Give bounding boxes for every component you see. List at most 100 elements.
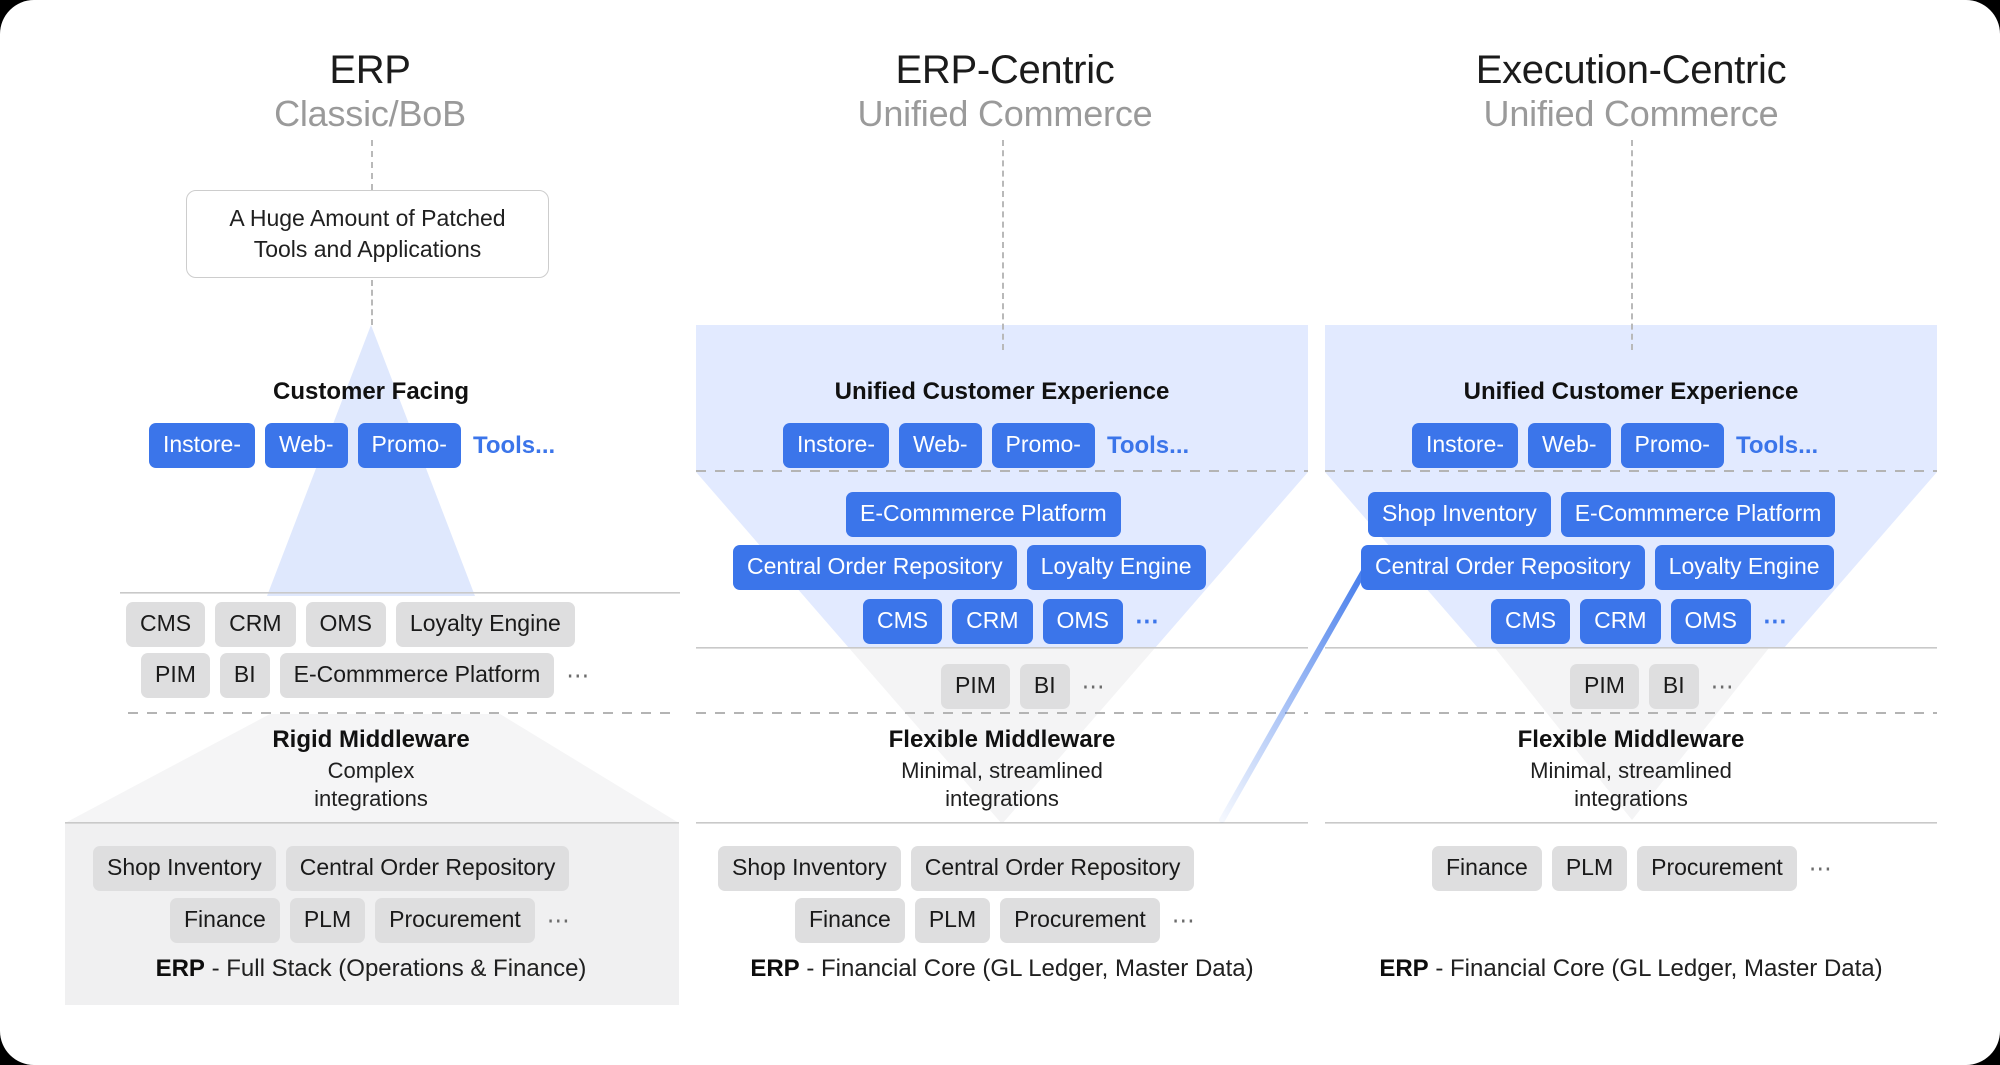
chip-promo[interactable]: Promo- (357, 423, 461, 468)
chip-loyalty-engine[interactable]: Loyalty Engine (395, 602, 575, 647)
app-chip-row-2-0: E-Commmerce Platform (846, 492, 1121, 537)
chip-instore[interactable]: Instore- (783, 423, 889, 468)
chip-pim[interactable]: PIM (941, 664, 1010, 709)
chip-web[interactable]: Web- (898, 423, 982, 468)
middleware-sub-1: Complex integrations (171, 757, 571, 812)
app-chip-row-2-2: CMS CRM OMS ⋯ (863, 599, 1161, 644)
chip-central-order-repository[interactable]: Central Order Repository (1361, 545, 1645, 590)
chip-cms[interactable]: CMS (126, 602, 206, 647)
chip-loyalty-engine[interactable]: Loyalty Engine (1026, 545, 1206, 590)
customer-tools-trailing: Tools... (1106, 431, 1190, 459)
chip-oms[interactable]: OMS (1042, 599, 1123, 644)
app-chip-row-3-2: CMS CRM OMS ⋯ (1491, 599, 1789, 644)
chip-ecommerce-platform[interactable]: E-Commmerce Platform (846, 492, 1121, 537)
chip-plm[interactable]: PLM (914, 898, 991, 943)
app-row-ellipsis: ⋯ (1081, 673, 1106, 699)
app-chip-row-1-1: PIM BI E-Commmerce Platform ⋯ (141, 653, 592, 698)
patched-tools-box: A Huge Amount of Patched Tools and Appli… (186, 190, 549, 278)
chip-shop-inventory[interactable]: Shop Inventory (718, 846, 901, 891)
column-title: Execution-Centric (1475, 48, 1787, 92)
erp-label: ERP (155, 955, 205, 982)
erp-desc: - Financial Core (GL Ledger, Master Data… (799, 955, 1254, 982)
chip-finance[interactable]: Finance (1432, 846, 1542, 891)
chip-crm[interactable]: CRM (215, 602, 296, 647)
core-chip-row-2-1: Finance PLM Procurement ⋯ (795, 898, 1198, 943)
customer-tools-trailing: Tools... (472, 431, 556, 459)
chip-procurement[interactable]: Procurement (1637, 846, 1797, 891)
chip-crm[interactable]: CRM (952, 599, 1033, 644)
customer-layer-title-3: Unified Customer Experience (1463, 378, 1799, 405)
chip-oms[interactable]: OMS (1670, 599, 1751, 644)
app-chip-row-2-1: Central Order Repository Loyalty Engine (733, 545, 1206, 590)
chip-web[interactable]: Web- (264, 423, 348, 468)
chip-oms[interactable]: OMS (305, 602, 386, 647)
middleware-sub-line2: integrations (314, 785, 428, 811)
core-chip-row-1-1: Finance PLM Procurement ⋯ (170, 898, 573, 943)
column-title: ERP-Centric (895, 48, 1115, 92)
patched-tools-text: A Huge Amount of Patched Tools and Appli… (229, 204, 506, 262)
chip-bi[interactable]: BI (219, 653, 270, 698)
chip-instore[interactable]: Instore- (149, 423, 255, 468)
chip-cms[interactable]: CMS (863, 599, 943, 644)
customer-chip-row-3: Instore- Web- Promo- Tools... (1412, 423, 1820, 468)
chip-crm[interactable]: CRM (1580, 599, 1661, 644)
chip-web[interactable]: Web- (1527, 423, 1611, 468)
column-subtitle: Classic/BoB (274, 92, 466, 134)
app-chip-row-2-3: PIM BI ⋯ (941, 664, 1108, 709)
chip-plm[interactable]: PLM (1551, 846, 1628, 891)
chip-pim[interactable]: PIM (1570, 664, 1639, 709)
app-row-ellipsis: ⋯ (1134, 608, 1159, 635)
middleware-sub-2: Minimal, streamlined integrations (802, 757, 1202, 812)
core-row-ellipsis: ⋯ (1808, 855, 1833, 881)
column-subtitle: Unified Commerce (1483, 92, 1779, 134)
chip-plm[interactable]: PLM (289, 898, 366, 943)
column-subtitle: Unified Commerce (857, 92, 1153, 134)
middleware-sub-line2: integrations (945, 785, 1059, 811)
core-chip-row-2-0: Shop Inventory Central Order Repository (718, 846, 1195, 891)
core-row-ellipsis: ⋯ (546, 907, 571, 933)
chip-promo[interactable]: Promo- (991, 423, 1095, 468)
chip-promo[interactable]: Promo- (1620, 423, 1724, 468)
middleware-sub-line1: Minimal, streamlined (1530, 758, 1732, 783)
chip-loyalty-engine[interactable]: Loyalty Engine (1654, 545, 1834, 590)
connector-dash-1 (371, 140, 373, 190)
chip-cms[interactable]: CMS (1491, 599, 1571, 644)
chip-instore[interactable]: Instore- (1412, 423, 1518, 468)
chip-shop-inventory[interactable]: Shop Inventory (93, 846, 276, 891)
chip-finance[interactable]: Finance (795, 898, 905, 943)
connector-dash-1b (371, 280, 373, 325)
chip-bi[interactable]: BI (1648, 664, 1699, 709)
middleware-sub-line1: Minimal, streamlined (901, 758, 1103, 783)
app-chip-row-3-3: PIM BI ⋯ (1570, 664, 1737, 709)
erp-desc: - Financial Core (GL Ledger, Master Data… (1428, 955, 1883, 982)
core-row-ellipsis: ⋯ (1171, 907, 1196, 933)
erp-label: ERP (1379, 955, 1429, 982)
chip-procurement[interactable]: Procurement (375, 898, 535, 943)
column-title: ERP (329, 48, 411, 92)
chip-central-order-repository[interactable]: Central Order Repository (910, 846, 1195, 891)
erp-summary-2: ERP - Financial Core (GL Ledger, Master … (702, 955, 1302, 983)
app-row-ellipsis: ⋯ (1762, 608, 1787, 635)
middleware-sub-3: Minimal, streamlined integrations (1431, 757, 1831, 812)
middleware-title-1: Rigid Middleware (272, 726, 470, 753)
customer-tools-trailing: Tools... (1735, 431, 1819, 459)
middleware-title-3: Flexible Middleware (1517, 726, 1745, 753)
chip-shop-inventory[interactable]: Shop Inventory (1368, 492, 1551, 537)
chip-ecommerce-platform[interactable]: E-Commmerce Platform (279, 653, 555, 698)
chip-central-order-repository[interactable]: Central Order Repository (285, 846, 570, 891)
chip-ecommerce-platform[interactable]: E-Commmerce Platform (1560, 492, 1836, 537)
erp-summary-1: ERP - Full Stack (Operations & Finance) (71, 955, 671, 983)
column-header-1: ERP Classic/BoB (160, 48, 580, 135)
chip-finance[interactable]: Finance (170, 898, 280, 943)
app-row-ellipsis: ⋯ (1710, 673, 1735, 699)
erp-label: ERP (750, 955, 800, 982)
chip-procurement[interactable]: Procurement (1000, 898, 1160, 943)
customer-layer-title-1: Customer Facing (272, 378, 470, 405)
chip-bi[interactable]: BI (1019, 664, 1070, 709)
column-header-2: ERP-Centric Unified Commerce (795, 48, 1215, 135)
chip-pim[interactable]: PIM (141, 653, 210, 698)
core-chip-row-3-0: Finance PLM Procurement ⋯ (1432, 846, 1835, 891)
customer-layer-title-2: Unified Customer Experience (834, 378, 1170, 405)
chip-central-order-repository[interactable]: Central Order Repository (733, 545, 1017, 590)
erp-desc: - Full Stack (Operations & Finance) (204, 955, 587, 982)
